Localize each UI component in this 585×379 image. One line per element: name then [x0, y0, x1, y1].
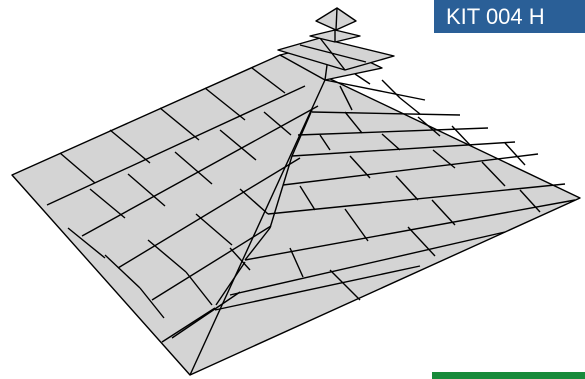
kit-label: KIT 004 H: [434, 0, 585, 33]
accent-bar: [432, 372, 585, 379]
